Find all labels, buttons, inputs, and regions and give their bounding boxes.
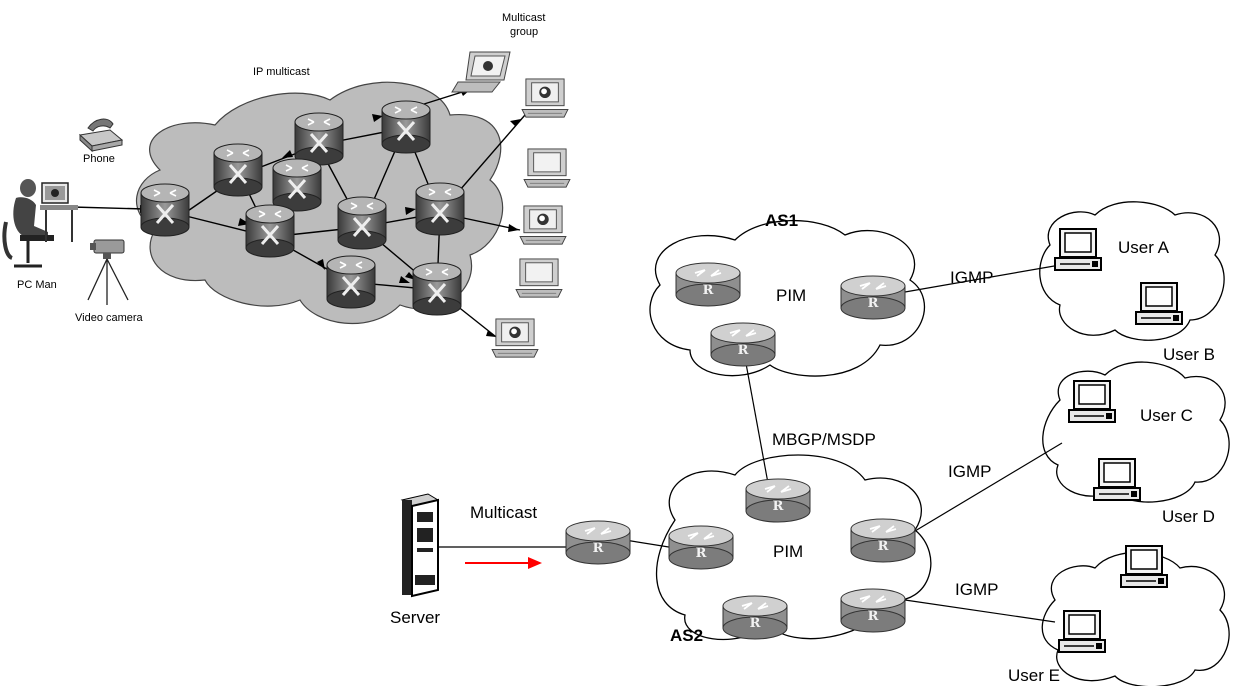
x-router-icon <box>295 113 343 165</box>
extra-pc-icon <box>1121 546 1167 587</box>
x-router-icon <box>327 256 375 308</box>
router-icon <box>746 479 810 522</box>
as2-label: AS2 <box>670 626 703 645</box>
router-icon <box>566 521 630 564</box>
x-router-icon <box>246 205 294 257</box>
igmp-label-e: IGMP <box>955 580 998 599</box>
x-router-icon <box>273 159 321 211</box>
igmp-label-cd: IGMP <box>948 462 991 481</box>
user-a-label: User A <box>1118 238 1170 257</box>
workstation-icon <box>520 206 566 244</box>
mbgp-msdp-label: MBGP/MSDP <box>772 430 876 449</box>
user-d-label: User D <box>1162 507 1215 526</box>
router-icon <box>841 276 905 319</box>
multicast-link-label: Multicast <box>470 503 537 522</box>
x-router-icon <box>214 144 262 196</box>
user-c-pc-icon <box>1069 381 1115 422</box>
ip-multicast-label: IP multicast <box>253 66 310 78</box>
router-icon <box>851 519 915 562</box>
pc-man-label: PC Man <box>17 279 57 291</box>
users-ab-cloud <box>1040 202 1224 340</box>
link <box>72 207 145 209</box>
multicast-arrow <box>465 557 542 569</box>
user-b-label: User B <box>1163 345 1215 364</box>
user-b-pc-icon <box>1136 283 1182 324</box>
router-icon <box>676 263 740 306</box>
router-icon <box>711 323 775 366</box>
video-camera-icon <box>88 240 128 305</box>
server-label: Server <box>390 608 440 627</box>
workstation-icon <box>516 259 562 297</box>
multicast-group-label-line2: group <box>510 26 538 38</box>
user-e-label: User E <box>1008 666 1060 685</box>
user-d-pc-icon <box>1094 459 1140 500</box>
as1-pim-label: PIM <box>776 286 806 305</box>
user-e-pc-icon <box>1059 611 1105 652</box>
workstation-icon <box>524 149 570 187</box>
phone-icon <box>80 119 122 151</box>
phone-label: Phone <box>83 153 115 165</box>
interdomain-multicast-diagram: Server Multicast AS1 AS2 PIM PIM MBGP/MS… <box>390 202 1229 686</box>
video-camera-label: Video camera <box>75 312 144 324</box>
multicast-group-label-line1: Multicast <box>502 12 545 24</box>
pc-man-icon <box>4 179 78 266</box>
user-c-label: User C <box>1140 406 1193 425</box>
router-icon <box>669 526 733 569</box>
as1-label: AS1 <box>765 211 798 230</box>
x-router-icon <box>416 183 464 235</box>
ip-multicast-diagram: IP multicast Multicast group Phone PC Ma… <box>4 12 570 357</box>
workstation-icon <box>492 319 538 357</box>
router-icon <box>723 596 787 639</box>
x-router-icon <box>141 184 189 236</box>
workstation-icon <box>522 79 568 117</box>
igmp-link-cd <box>905 443 1062 537</box>
igmp-label-a: IGMP <box>950 268 993 287</box>
igmp-link-e <box>905 600 1055 622</box>
router-icon <box>841 589 905 632</box>
server-icon <box>402 494 438 596</box>
as2-pim-label: PIM <box>773 542 803 561</box>
x-router-icon <box>413 263 461 315</box>
x-router-icon <box>382 101 430 153</box>
laptop-icon <box>452 52 510 92</box>
user-a-pc-icon <box>1055 229 1101 270</box>
x-router-icon <box>338 197 386 249</box>
